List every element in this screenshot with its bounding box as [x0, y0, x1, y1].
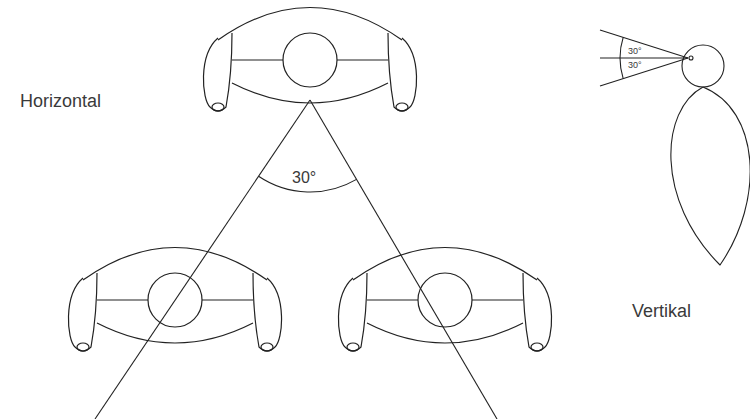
top-chair: [203, 8, 416, 112]
right-chair: [338, 248, 551, 352]
view-label: Horizontal: [20, 92, 101, 110]
left-chair: [68, 248, 281, 352]
view-label: Vertikal: [632, 302, 691, 320]
view-angle: [95, 100, 497, 419]
angle-label: 30°: [292, 170, 316, 186]
angle-label: 30°: [628, 47, 642, 56]
side-figure: [600, 30, 750, 265]
angle-label: 30°: [628, 61, 642, 70]
